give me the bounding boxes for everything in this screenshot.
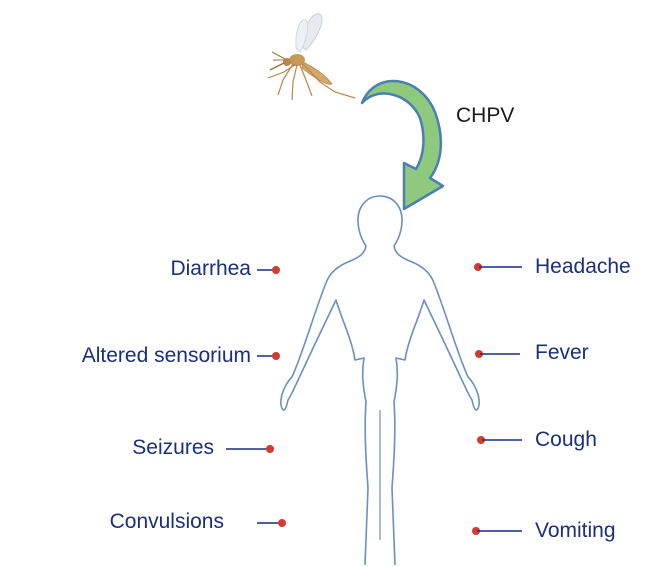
symptom-label-left: Seizures [132,436,214,460]
symptom-label-left: Altered sensorium [82,344,251,368]
left-connectors [226,266,286,527]
connector-dot [266,445,274,453]
connector-dot [278,519,286,527]
symptom-label-right: Fever [535,341,589,365]
vector-label: CHPV [456,104,514,128]
curved-arrow-icon [362,81,443,209]
symptom-label-right: Cough [535,428,597,452]
symptom-label-right: Headache [535,255,631,279]
connector-dot [272,352,280,360]
symptom-label-left: Convulsions [110,510,224,534]
symptom-label-left: Diarrhea [170,257,251,281]
connector-dot [272,266,280,274]
symptom-label-right: Vomiting [535,519,616,543]
mosquito-icon [268,14,355,100]
